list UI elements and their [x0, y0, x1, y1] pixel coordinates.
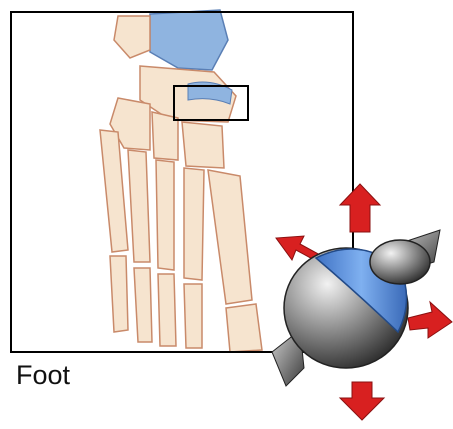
caption-foot: Foot [16, 360, 70, 391]
foot-bones-illustration [100, 10, 262, 352]
ball-socket-joint-icon [272, 230, 440, 386]
